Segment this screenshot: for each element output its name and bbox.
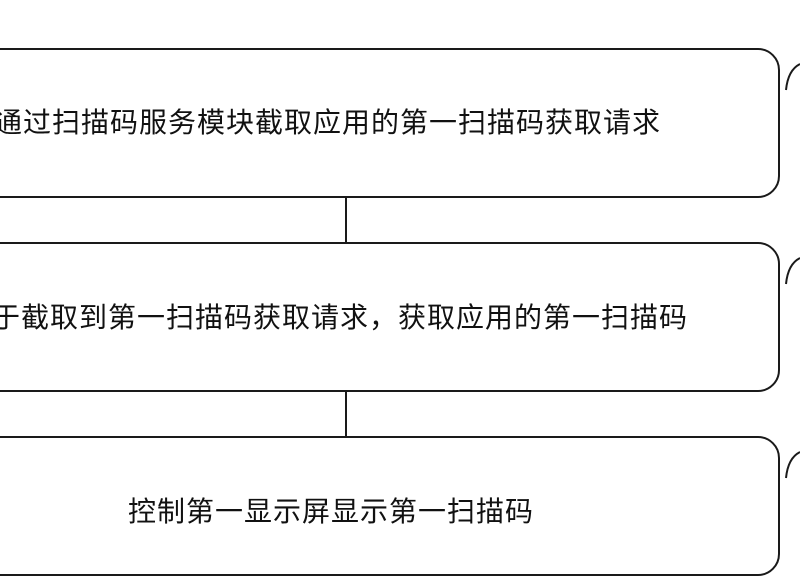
- step-1-text: 通过扫描码服务模块截取应用的第一扫描码获取请求: [0, 106, 662, 139]
- step-2-text: 于截取到第一扫描码获取请求，获取应用的第一扫描码: [0, 301, 689, 334]
- step-1-box: [0, 48, 780, 198]
- step-3-label-leader: [785, 451, 800, 479]
- step-3-text: 控制第一显示屏显示第一扫描码: [128, 495, 535, 528]
- connector-1-2: [345, 198, 347, 242]
- step-1-label-leader: [785, 63, 800, 91]
- step-2-box: [0, 242, 780, 392]
- connector-2-3: [345, 392, 347, 436]
- step-2-label-leader: [785, 257, 800, 285]
